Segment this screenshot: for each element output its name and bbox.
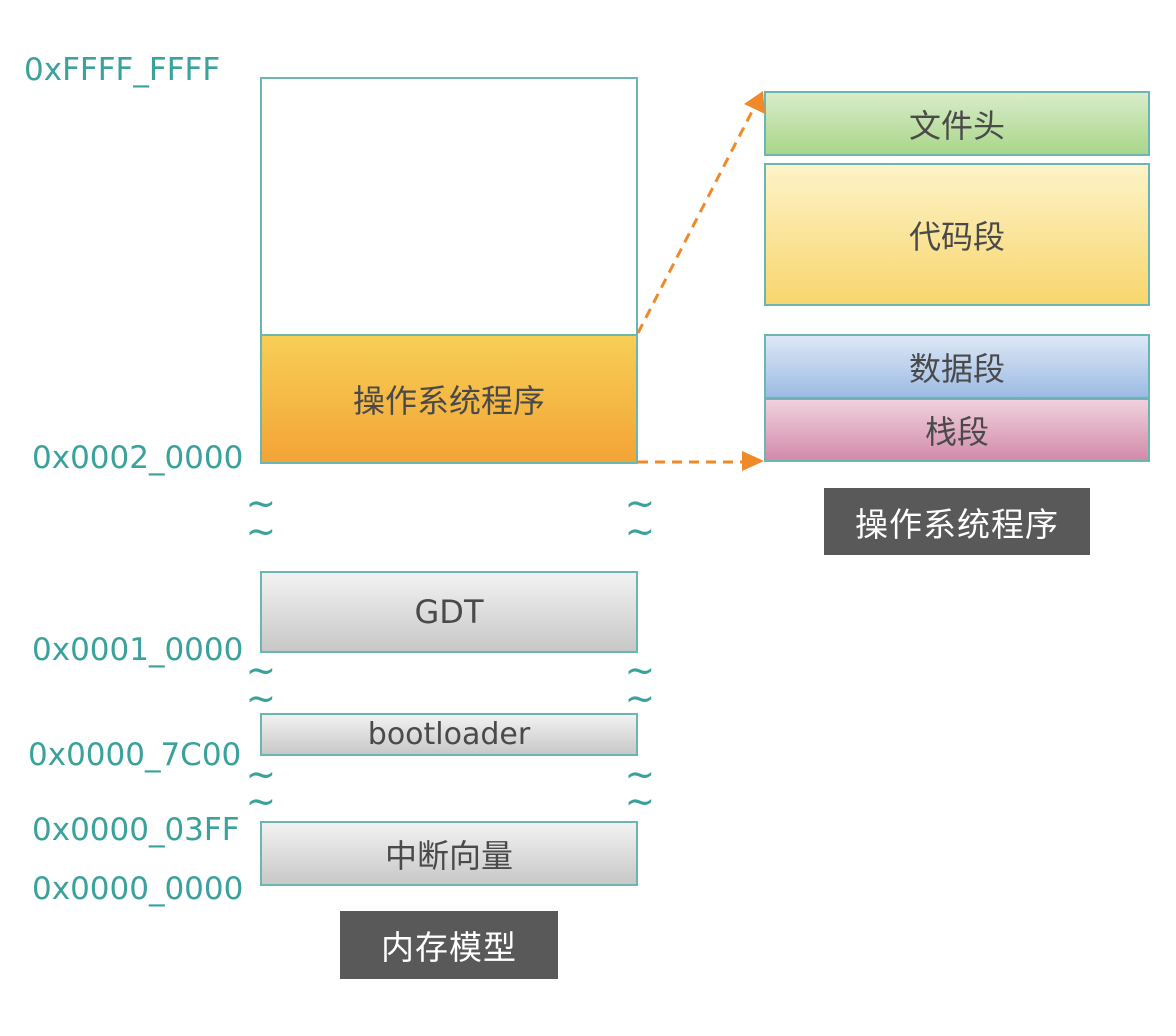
address-os-start: 0x0002_0000 [32,440,244,476]
gap-marker: ~ [245,752,277,796]
segment-file-header: 文件头 [764,91,1150,156]
segment-code: 代码段 [764,163,1150,306]
memory-block-ivt: 中断向量 [260,821,638,886]
gap-marker: ~ [245,481,277,525]
gap-marker: ~ [245,676,277,720]
memory-free-region [260,77,638,335]
memory-block-bootloader-label: bootloader [367,717,531,752]
memory-block-os: 操作系统程序 [260,334,638,464]
gap-marker: ~ [624,648,656,692]
segment-data-label: 数据段 [908,349,1005,388]
arrow-to-file-header [636,95,762,334]
address-top: 0xFFFF_FFFF [24,52,221,88]
segment-file-header-label: 文件头 [908,106,1005,145]
gap-marker: ~ [245,779,277,823]
gap-marker: ~ [624,752,656,796]
gap-marker: ~ [624,481,656,525]
memory-block-bootloader: bootloader [260,713,638,756]
gap-marker: ~ [624,509,656,553]
arrowhead-bottom [742,451,764,471]
memory-model-caption-text: 内存模型 [381,928,517,967]
arrowhead-top [744,91,765,114]
os-program-caption-text: 操作系统程序 [855,504,1059,544]
os-program-caption: 操作系统程序 [824,488,1090,555]
address-ivt-end: 0x0000_03FF [32,812,240,848]
address-bottom: 0x0000_0000 [32,871,244,907]
memory-block-gdt: GDT [260,571,638,653]
memory-block-gdt-label: GDT [414,593,484,631]
memory-block-ivt-label: 中断向量 [384,836,513,875]
segment-code-label: 代码段 [908,217,1005,256]
segment-stack-label: 栈段 [924,413,989,451]
gap-marker: ~ [245,509,277,553]
memory-block-os-label: 操作系统程序 [352,382,545,420]
gap-marker: ~ [624,676,656,720]
memory-model-caption: 内存模型 [340,911,558,979]
segment-stack: 栈段 [764,398,1150,462]
gap-marker: ~ [245,648,277,692]
address-gdt-start: 0x0001_0000 [32,632,244,668]
address-bootloader-start: 0x0000_7C00 [28,737,242,773]
gap-marker: ~ [624,779,656,823]
